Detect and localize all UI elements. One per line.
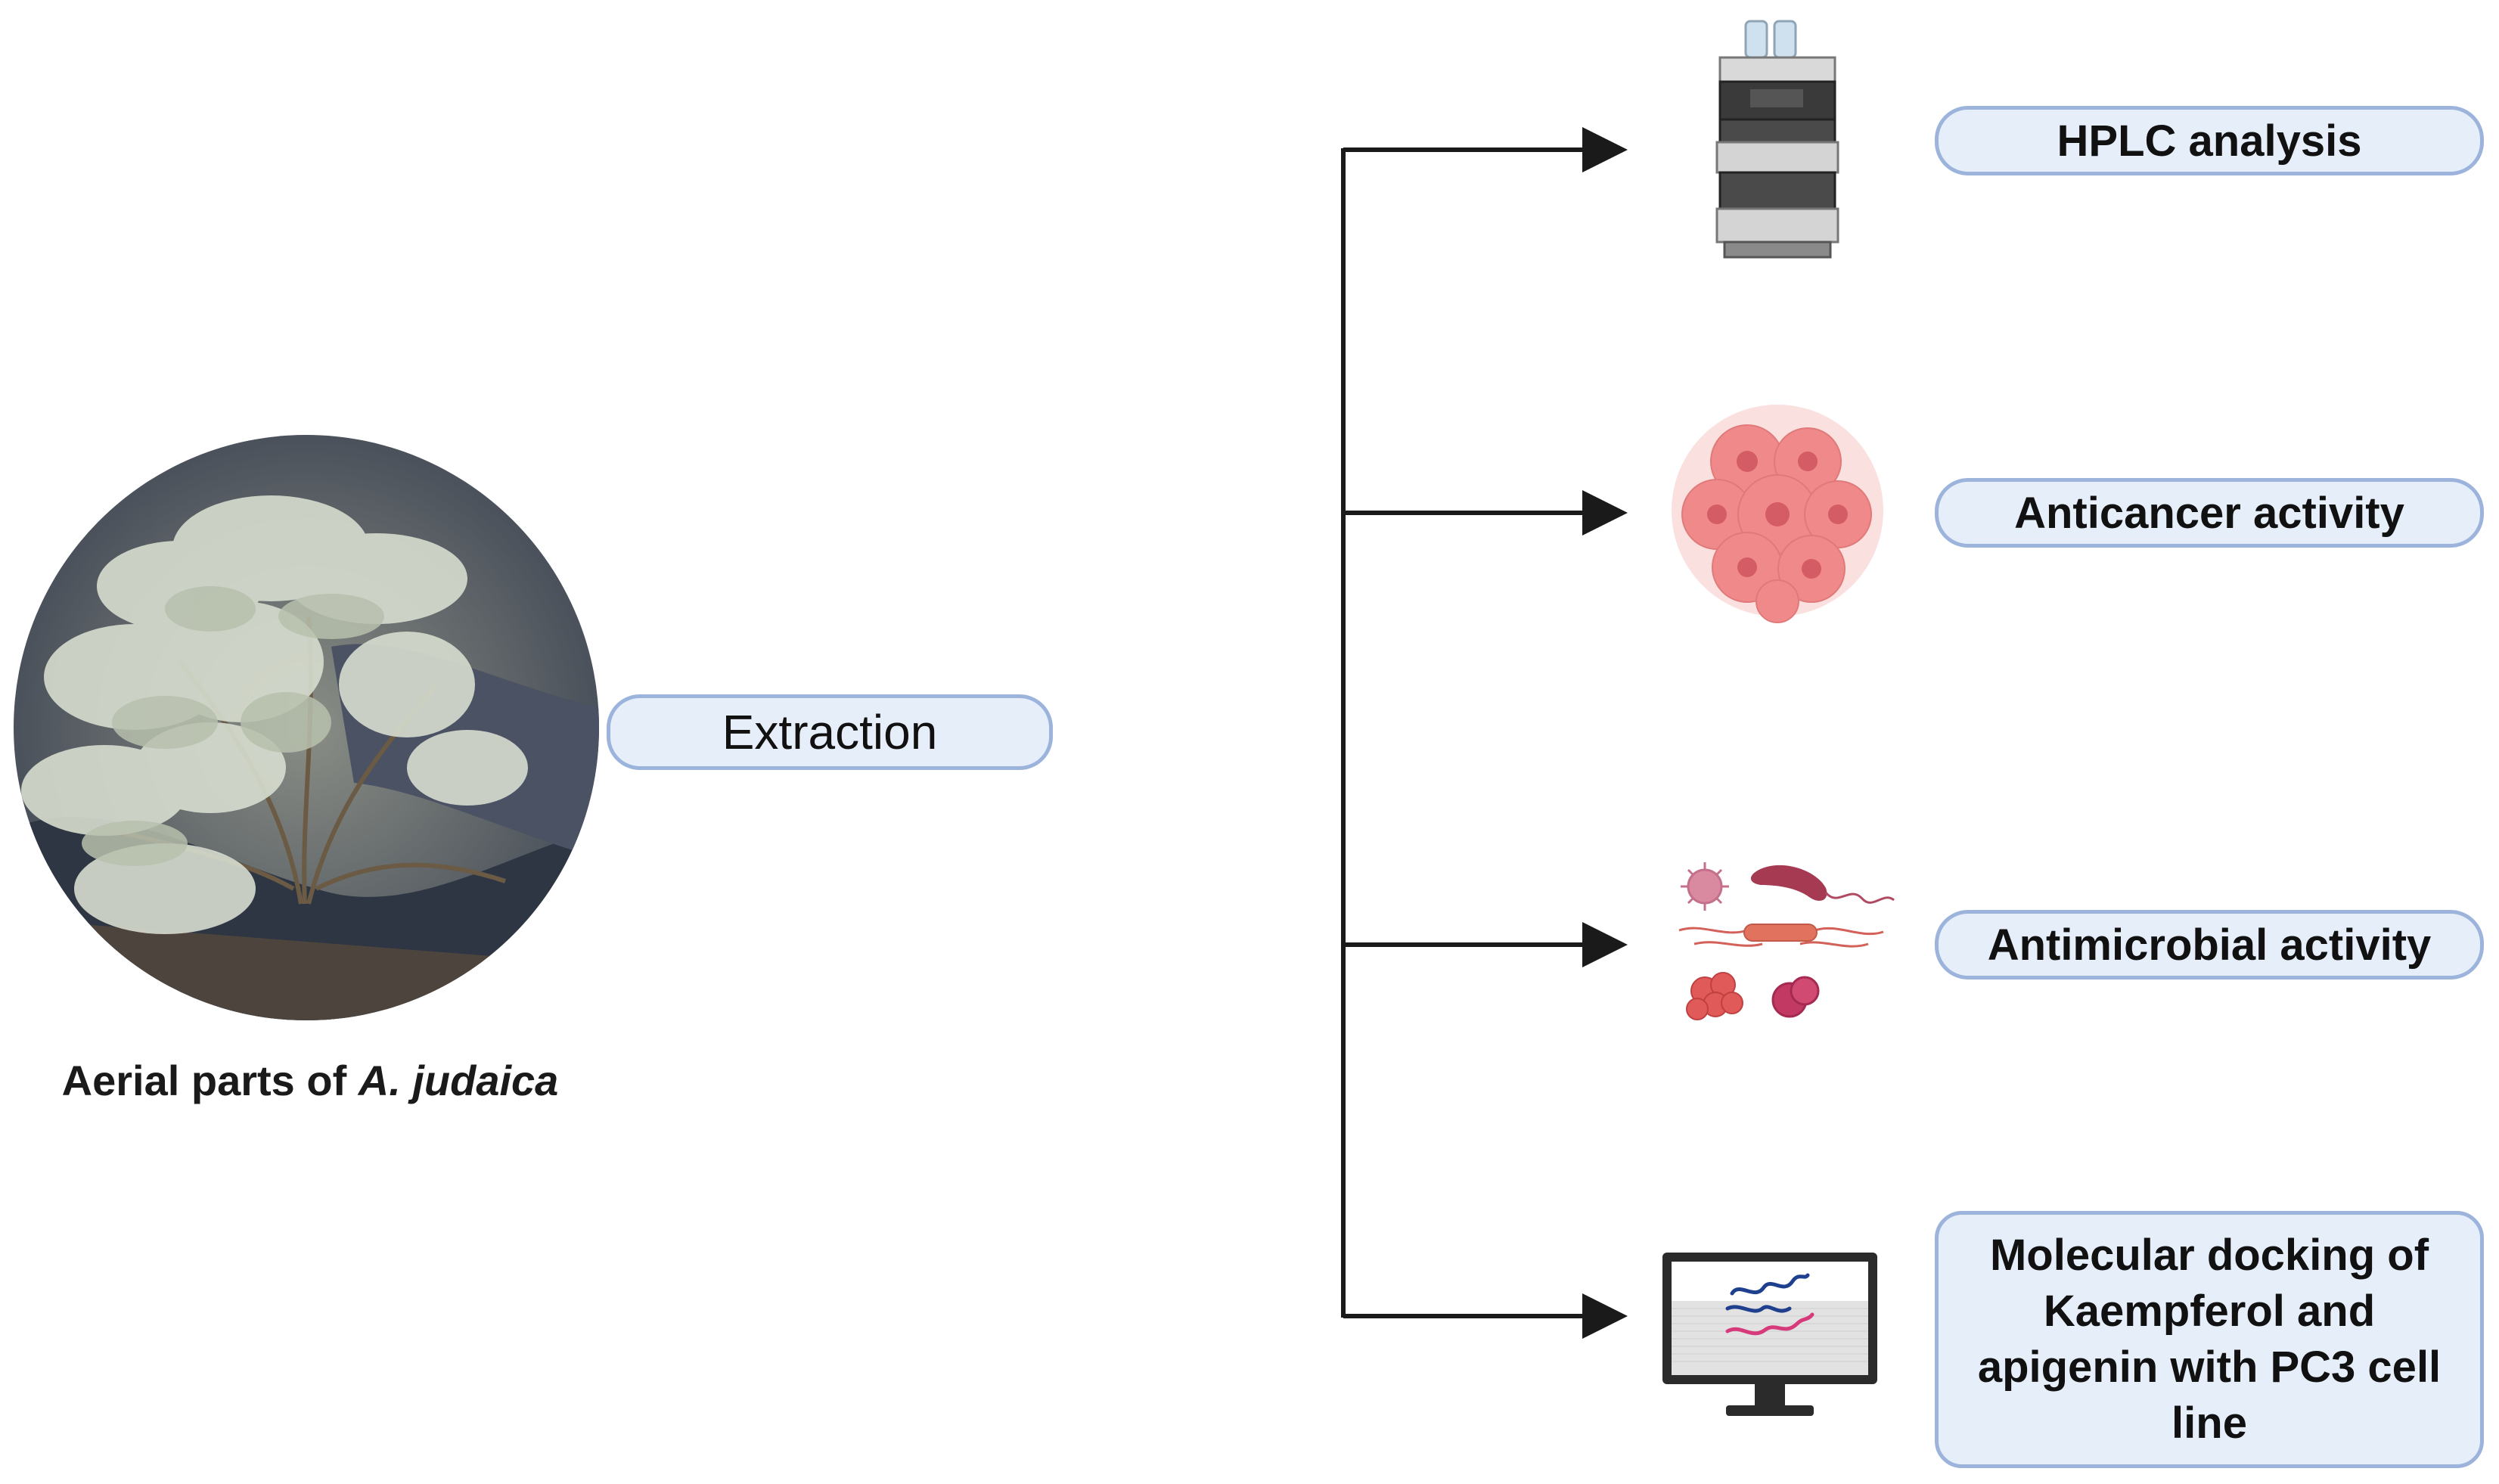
cancer-cells-icon	[1672, 405, 1883, 623]
photo-caption: Aerial parts of A. judaica	[23, 1056, 598, 1105]
caption-prefix: Aerial parts of	[61, 1057, 359, 1104]
hplc-analysis-box: HPLC analysis	[1935, 106, 2484, 175]
molecular-docking-box: Molecular docking of Kaempferol and apig…	[1935, 1211, 2484, 1468]
plant-photo	[14, 435, 599, 1020]
extraction-box: Extraction	[607, 694, 1053, 770]
caption-species: A. judaica	[358, 1057, 559, 1104]
hplc-instrument-icon	[1715, 20, 1839, 259]
extraction-label: Extraction	[722, 705, 938, 759]
antimicrobial-activity-label: Antimicrobial activity	[1987, 920, 2432, 970]
microbes-icon	[1678, 862, 1895, 1020]
anticancer-activity-label: Anticancer activity	[2014, 488, 2404, 538]
computer-docking-icon	[1662, 1253, 1877, 1416]
antimicrobial-activity-box: Antimicrobial activity	[1935, 910, 2484, 980]
hplc-analysis-label: HPLC analysis	[2057, 116, 2362, 166]
molecular-docking-label: Molecular docking of Kaempferol and apig…	[1977, 1231, 2442, 1448]
anticancer-activity-box: Anticancer activity	[1935, 478, 2484, 548]
